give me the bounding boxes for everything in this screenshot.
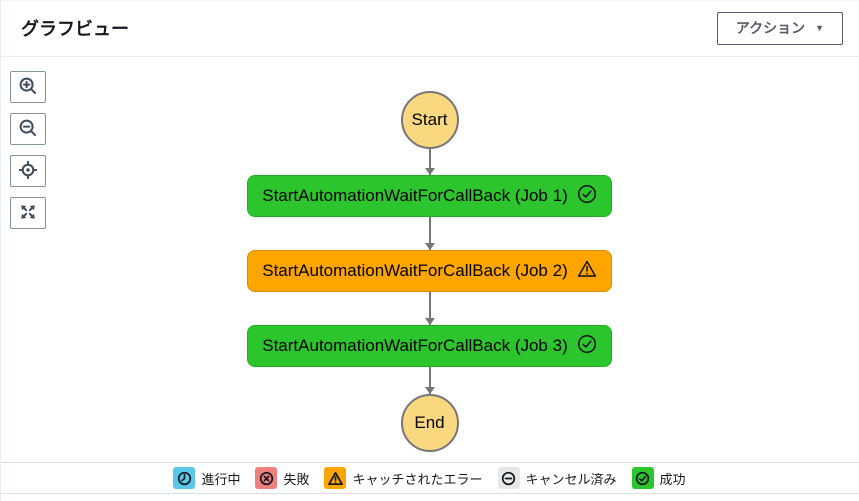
clock-icon [173,467,196,489]
legend-item-succeeded: 成功 [631,467,686,489]
end-node: End [400,394,459,452]
legend-item-canceled: キャンセル済み [497,467,617,489]
legend-item-failed: 失敗 [255,467,309,489]
x-circle-icon [255,467,278,489]
zoom-out-button[interactable] [10,113,46,145]
task-node-label: StartAutomationWaitForCallBack (Job 3) [262,336,568,355]
left-border [0,0,1,501]
minus-circle-icon [497,467,520,489]
task-node-job3[interactable]: StartAutomationWaitForCallBack (Job 3) [247,325,612,367]
end-node-label: End [414,413,445,432]
page-title: グラフビュー [21,19,129,39]
legend-label: 成功 [659,471,686,487]
task-node-label: StartAutomationWaitForCallBack (Job 2) [262,261,568,280]
edge-connector [424,149,435,175]
graph-toolbar [10,71,46,229]
legend-item-in-progress: 進行中 [173,467,240,489]
edge-connector [424,367,435,394]
workflow-graph: Start StartAutomationWaitForCallBack (Jo… [0,57,859,452]
check-circle-icon [631,467,654,489]
task-node-job2[interactable]: StartAutomationWaitForCallBack (Job 2) [247,250,612,292]
fit-to-view-button[interactable] [10,197,46,229]
start-node-label: Start [411,110,448,129]
top-border [0,0,859,1]
header: グラフビュー アクション ▼ [0,0,859,57]
legend-label: キャンセル済み [525,471,617,487]
center-graph-button[interactable] [10,155,46,187]
warning-triangle-icon [577,259,597,284]
legend-label: 進行中 [201,471,241,487]
check-circle-icon [577,184,597,209]
zoom-in-button[interactable] [10,71,46,103]
chevron-down-icon: ▼ [815,22,824,33]
task-node-label: StartAutomationWaitForCallBack (Job 1) [262,186,568,205]
start-node: Start [400,91,459,149]
magnifier-minus-icon [18,118,38,141]
legend-label: 失敗 [283,471,310,487]
actions-button-label: アクション [735,20,806,36]
legend-item-caught-error: キャッチされたエラー [324,467,483,489]
magnifier-plus-icon [18,76,38,99]
expand-arrows-icon [18,202,38,225]
legend-label: キャッチされたエラー [352,471,483,487]
edge-connector [424,217,435,250]
status-legend: 進行中 失敗 キャッチされたエラー キャンセル済み [0,462,859,494]
task-node-job1[interactable]: StartAutomationWaitForCallBack (Job 1) [247,175,612,217]
warning-triangle-icon [324,467,347,489]
edge-connector [424,292,435,325]
actions-button[interactable]: アクション ▼ [716,11,843,45]
check-circle-icon [577,334,597,359]
locate-target-icon [18,160,38,183]
